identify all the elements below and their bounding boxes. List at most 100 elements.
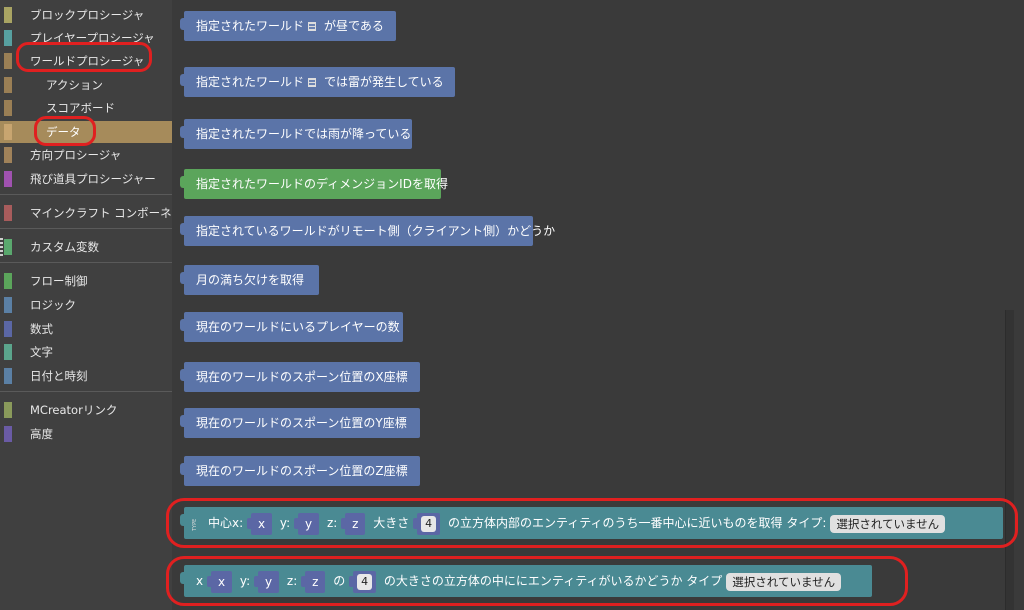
category-label: 数式 <box>30 322 53 336</box>
block-text: y: <box>279 516 291 530</box>
category-actions[interactable]: アクション <box>0 74 172 96</box>
category-label: 日付と時刻 <box>30 369 88 383</box>
z-input-slot[interactable]: z <box>301 570 326 593</box>
category-color-swatch <box>4 426 12 442</box>
highlight-world-procedures <box>16 42 152 72</box>
block-text: 指定されたワールド <box>196 19 305 33</box>
category-color-swatch <box>4 297 12 313</box>
highlight-data-category <box>34 116 96 146</box>
category-logic[interactable]: ロジック <box>0 294 172 316</box>
block-spawn-x[interactable]: 現在のワールドのスポーン位置のX座標 <box>180 362 420 392</box>
category-label: マインクラフト コンポーネント <box>30 206 195 220</box>
category-label: スコアボード <box>46 101 115 115</box>
category-text[interactable]: 文字 <box>0 341 172 363</box>
category-color-swatch <box>4 147 12 163</box>
category-color-swatch <box>4 402 12 418</box>
sidebar-divider <box>0 391 172 392</box>
block-player-count[interactable]: 現在のワールドにいるプレイヤーの数 <box>180 312 403 342</box>
y-input-slot[interactable]: y <box>253 570 280 593</box>
block-world-is-raining[interactable]: 指定されたワールドでは雨が降っている <box>180 119 412 149</box>
drag-handle-icon[interactable] <box>0 238 3 256</box>
category-color-swatch <box>4 205 12 221</box>
block-text: 現在のワールドにいるプレイヤーの数 <box>196 320 400 334</box>
world-input-icon <box>308 22 317 31</box>
x-input-slot[interactable]: x <box>206 570 233 593</box>
category-math[interactable]: 数式 <box>0 318 172 340</box>
block-text: x <box>196 574 204 588</box>
category-direction-procedures[interactable]: 方向プロシージャ <box>0 144 172 166</box>
category-color-swatch <box>4 273 12 289</box>
block-spawn-z[interactable]: 現在のワールドのスポーン位置のZ座標 <box>180 456 420 486</box>
y-input-slot[interactable]: y <box>294 512 320 535</box>
block-text: y: <box>239 574 251 588</box>
category-label: データ <box>46 125 81 139</box>
block-text: 大きさ <box>373 516 410 530</box>
category-label: アクション <box>46 78 103 92</box>
category-label: ロジック <box>30 298 76 312</box>
block-text: 月の満ち欠けを取得 <box>196 273 305 287</box>
block-world-is-thundering[interactable]: 指定されたワールド では雷が発生している <box>180 67 455 97</box>
z-input-slot[interactable]: z <box>341 512 366 535</box>
highlight-nearest-entity-block <box>166 498 1018 548</box>
category-label: カスタム変数 <box>30 240 99 254</box>
category-color-swatch <box>4 30 12 46</box>
block-text: では雷が発生している <box>324 75 444 89</box>
sidebar-divider <box>0 262 172 263</box>
sidebar-divider <box>0 228 172 229</box>
world-input-icon <box>308 78 317 87</box>
block-text: 中心x: <box>208 516 244 530</box>
category-label: 高度 <box>30 427 53 441</box>
block-world-is-day[interactable]: 指定されたワールド が昼である <box>180 11 396 41</box>
size-number-field[interactable]: 4 <box>357 574 373 590</box>
category-label: プレイヤープロシージャ <box>30 31 155 45</box>
category-block-procedures[interactable]: ブロックプロシージャ <box>0 4 172 26</box>
entity-type-dropdown[interactable]: 選択されていません <box>830 514 946 533</box>
highlight-entity-exists-block <box>166 556 908 606</box>
block-text: が昼である <box>324 19 384 33</box>
category-minecraft-components[interactable]: マインクラフト コンポーネント <box>0 202 195 224</box>
block-text: の <box>333 574 346 588</box>
category-color-swatch <box>4 100 12 116</box>
x-input-slot[interactable]: x <box>246 512 273 535</box>
category-label: 飛び道具プロシージャー <box>30 172 156 186</box>
block-get-dimension-id[interactable]: 指定されたワールドのディメンジョンIDを取得 <box>180 169 448 199</box>
size-input-slot[interactable]: 4 <box>349 570 377 593</box>
block-text: 指定されたワールド <box>196 75 305 89</box>
block-text: 現在のワールドのスポーン位置のZ座標 <box>196 464 408 478</box>
category-color-swatch <box>4 344 12 360</box>
size-input-slot[interactable]: 4 <box>413 512 441 535</box>
category-flow-control[interactable]: フロー制御 <box>0 270 172 292</box>
block-text: 現在のワールドのスポーン位置のX座標 <box>196 370 408 384</box>
category-color-swatch <box>4 321 12 337</box>
block-world-is-remote[interactable]: 指定されているワールドがリモート側（クライアント側）かどうか <box>180 216 555 246</box>
block-text: の大きさの立方体の中ににエンティティがいるかどうか タイプ <box>383 574 723 588</box>
category-label: ワールドプロシージャ <box>30 54 145 68</box>
block-entity-exists-in-cube[interactable]: x x y: y z: z の 4 の大きさの立方体の中ににエンティティがいるか… <box>180 565 872 597</box>
category-color-swatch <box>4 7 12 23</box>
block-text: z: <box>286 574 298 588</box>
vertical-scrollbar[interactable] <box>1005 310 1014 610</box>
entity-type-dropdown[interactable]: 選択されていません <box>726 572 842 591</box>
block-text: z: <box>326 516 338 530</box>
category-label: 文字 <box>30 345 53 359</box>
category-advanced[interactable]: 高度 <box>0 423 172 445</box>
size-number-field[interactable]: 4 <box>421 516 437 532</box>
category-player-procedures[interactable]: プレイヤープロシージャ <box>0 27 172 49</box>
block-text: 指定されたワールドでは雨が降っている <box>196 127 412 141</box>
category-scoreboard[interactable]: スコアボード <box>0 97 172 119</box>
category-label: ブロックプロシージャ <box>30 8 145 22</box>
block-get-moon-phase[interactable]: 月の満ち欠けを取得 <box>180 265 319 295</box>
sidebar-divider <box>0 194 172 195</box>
category-custom-variables[interactable]: カスタム変数 <box>0 236 172 258</box>
category-color-swatch <box>4 53 12 69</box>
category-mcreator-link[interactable]: MCreatorリンク <box>0 399 172 421</box>
category-projectile-procedures[interactable]: 飛び道具プロシージャー <box>0 168 172 190</box>
block-text: 指定されたワールドのディメンジョンIDを取得 <box>196 177 448 191</box>
category-color-swatch <box>4 239 12 255</box>
category-label: 方向プロシージャ <box>30 148 122 162</box>
block-spawn-y[interactable]: 現在のワールドのスポーン位置のY座標 <box>180 408 420 438</box>
category-date-time[interactable]: 日付と時刻 <box>0 365 172 387</box>
category-world-procedures[interactable]: ワールドプロシージャ <box>0 50 172 72</box>
category-label: フロー制御 <box>30 274 88 288</box>
